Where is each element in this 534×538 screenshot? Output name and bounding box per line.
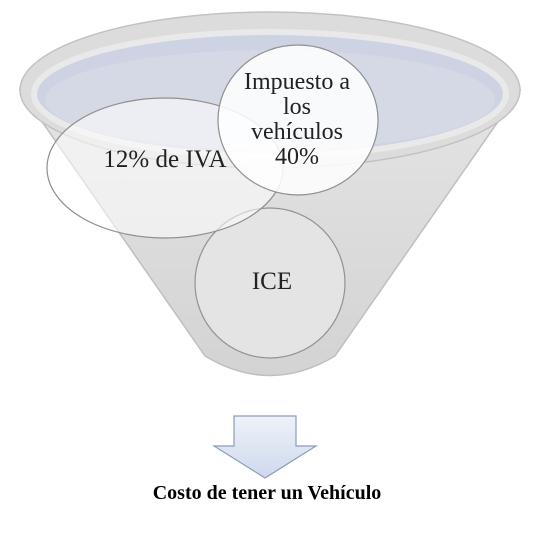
circle-impuesto [217, 44, 379, 196]
circle-ice [194, 207, 346, 359]
diagram-caption: Costo de tener un Vehículo [152, 482, 382, 504]
down-arrow-icon [211, 415, 319, 479]
